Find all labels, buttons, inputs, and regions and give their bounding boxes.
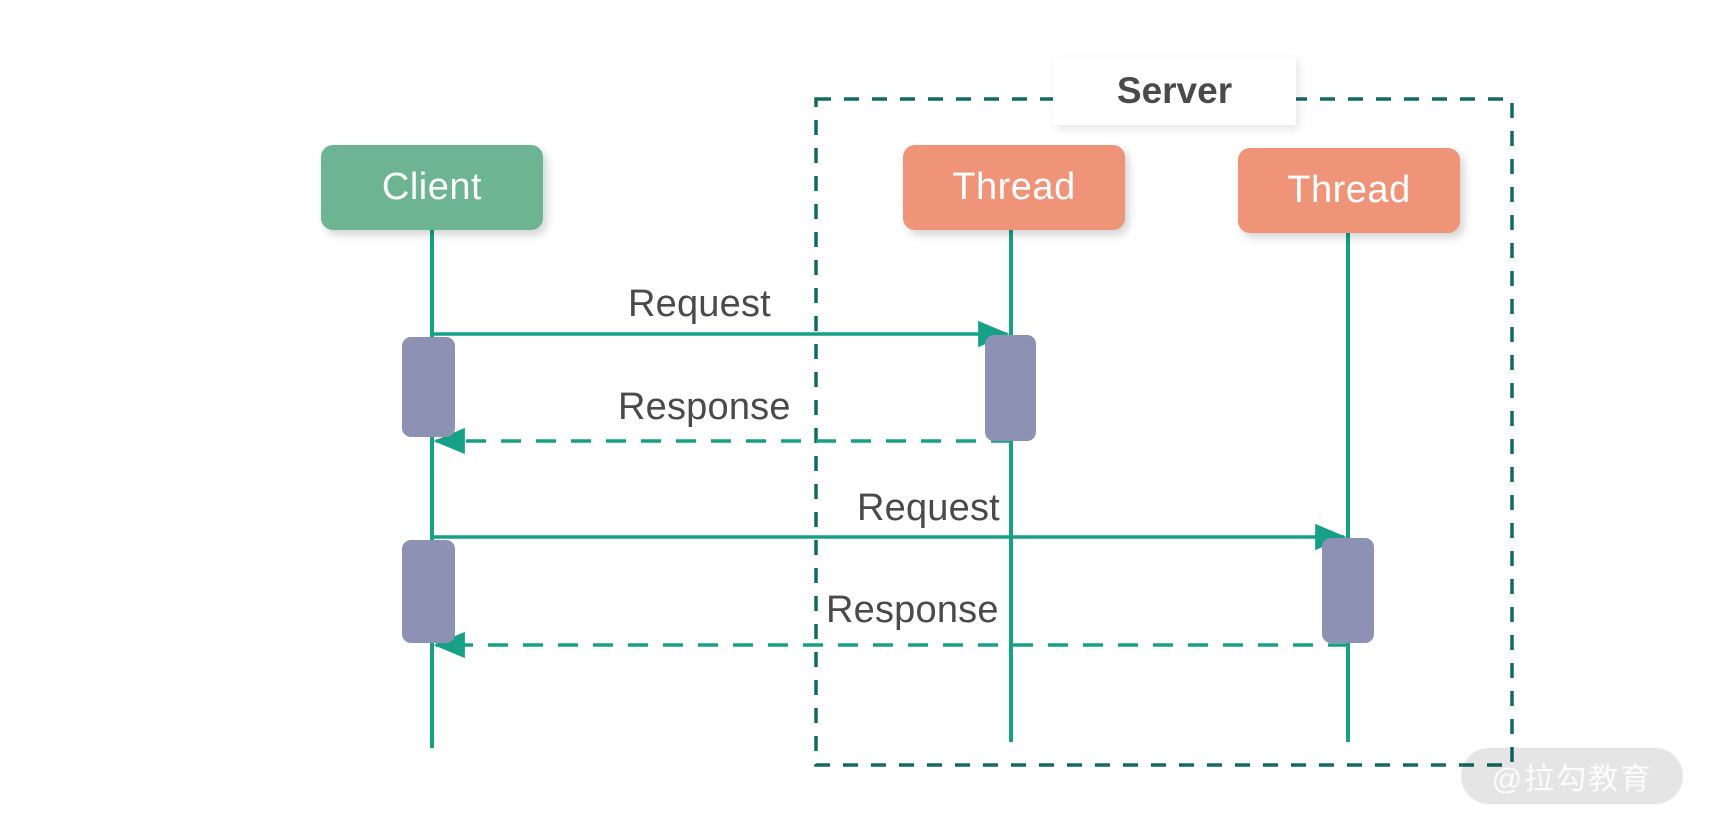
watermark-text: @拉勾教育 — [1491, 763, 1653, 796]
server-group-label: Server — [1053, 57, 1296, 125]
activation-bar-client-1 — [402, 337, 455, 437]
participant-thread-2-label: Thread — [1287, 169, 1411, 211]
participant-thread-1-label: Thread — [952, 166, 1076, 208]
activation-bar-client-2 — [402, 540, 455, 643]
watermark-badge: @拉勾教育 — [1461, 748, 1683, 804]
message-label-request-2: Request — [857, 487, 1000, 529]
activation-bar-thread2 — [1322, 538, 1374, 643]
participant-client[interactable]: Client — [321, 145, 543, 230]
participant-client-label: Client — [381, 166, 483, 208]
message-label-response-2: Response — [826, 589, 999, 631]
participant-thread-2[interactable]: Thread — [1238, 148, 1460, 233]
server-group-label-text: Server — [1116, 70, 1233, 111]
message-label-request-1: Request — [628, 283, 771, 325]
message-label-response-1: Response — [618, 386, 791, 428]
participant-thread-1[interactable]: Thread — [903, 145, 1125, 230]
activation-bar-thread1 — [985, 335, 1036, 441]
